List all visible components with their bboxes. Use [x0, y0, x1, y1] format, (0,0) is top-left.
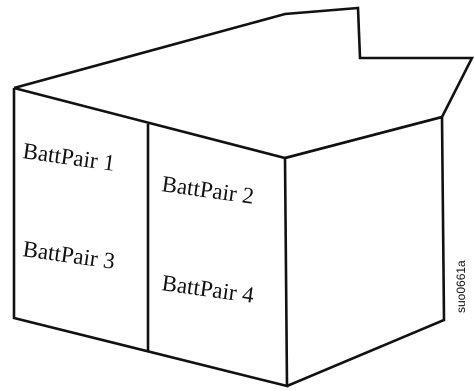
side-face-outline [284, 115, 446, 388]
side-face [285, 117, 444, 386]
figure-code: suo0661a [454, 260, 468, 313]
front-face-outline [12, 88, 289, 388]
front-face [14, 88, 287, 386]
